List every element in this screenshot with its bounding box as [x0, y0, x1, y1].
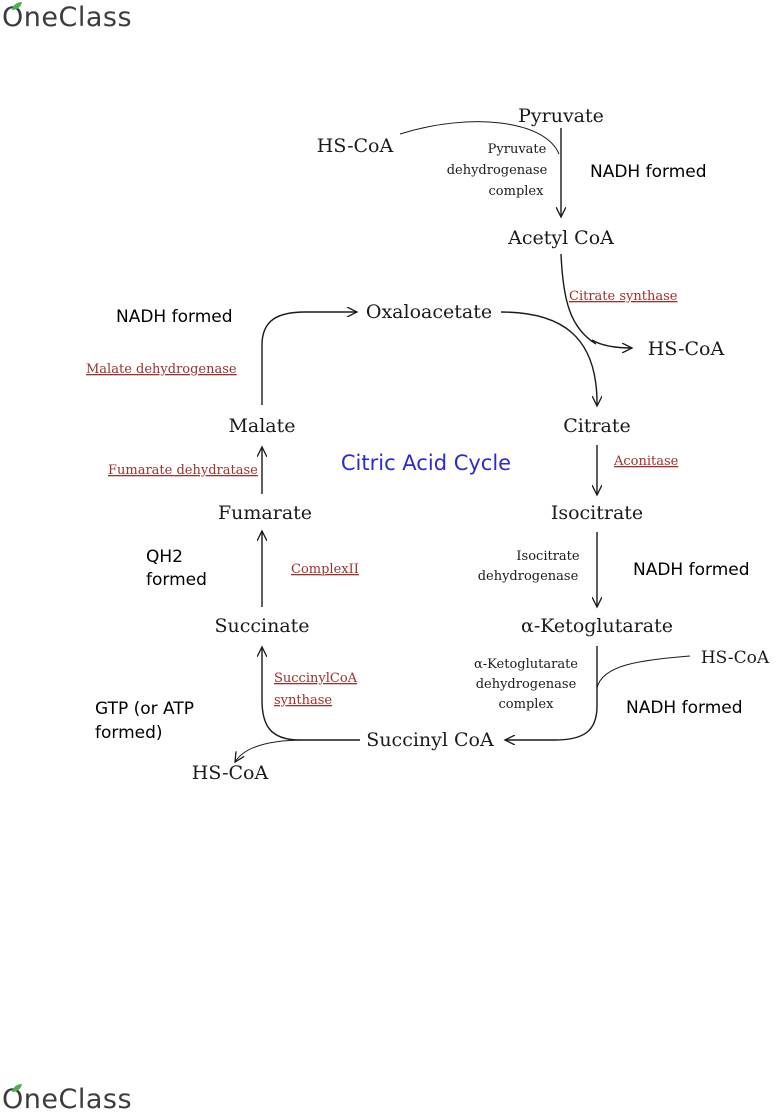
logo-wordmark: OneClass — [2, 1084, 133, 1115]
note-succinyl-line-2: formed) — [95, 723, 163, 743]
note-complex-ii-line-2: formed — [146, 570, 207, 590]
enzyme-malate-dehydrogenase: Malate dehydrogenase — [86, 362, 237, 377]
metabolite-alpha-ketoglutarate: α-Ketoglutarate — [521, 615, 673, 637]
enzyme-fumarate-dehydratase: Fumarate dehydratase — [108, 463, 258, 478]
arrow-akg-succinylcoa — [505, 646, 598, 740]
enzyme-akgdh-line-1: α-Ketoglutarate — [474, 657, 578, 672]
oneclass-logo-top: OneClass — [2, 2, 133, 33]
enzyme-pdh-line-2: dehydrogenase — [447, 163, 548, 178]
metabolite-fumarate: Fumarate — [218, 502, 312, 524]
note-succinyl-line-1: GTP (or ATP — [95, 699, 194, 719]
enzyme-complex-ii: ComplexII — [291, 562, 359, 577]
note-pdh: NADH formed — [590, 162, 707, 182]
cofactor-hs-coa-succinyl: HS-CoA — [192, 762, 269, 784]
metabolite-labels: Pyruvate Acetyl CoA Oxaloacetate Citrate… — [214, 105, 673, 751]
cofactor-hs-coa-citrate: HS-CoA — [648, 338, 725, 360]
metabolite-pyruvate: Pyruvate — [518, 105, 604, 127]
enzyme-succinyl-coa-synthase-line-2: synthase — [274, 693, 332, 708]
enzyme-idh-line-2: dehydrogenase — [478, 569, 579, 584]
diagram-title: Citric Acid Cycle — [341, 451, 511, 475]
cofactor-hs-coa-pyruvate: HS-CoA — [317, 135, 394, 157]
metabolite-isocitrate: Isocitrate — [551, 502, 643, 524]
cofactor-hs-coa-akg: HS-CoA — [701, 648, 770, 668]
arrow-hscoa-pdh — [399, 121, 560, 155]
metabolite-citrate: Citrate — [563, 415, 631, 437]
arrow-oxaloacetate-citrate — [500, 311, 597, 406]
reaction-arrows — [235, 121, 691, 762]
arrow-malate-oxaloacetate — [261, 312, 357, 405]
arrow-acetylcoa-citrate — [560, 253, 597, 345]
logo-wordmark: OneClass — [2, 2, 133, 33]
enzyme-pdh-line-1: Pyruvate — [488, 142, 547, 157]
arrow-hscoa-akgdh — [596, 655, 691, 689]
note-idh: NADH formed — [633, 560, 750, 580]
enzyme-aconitase: Aconitase — [613, 454, 679, 469]
note-complex-ii-line-1: QH2 — [146, 547, 183, 567]
enzyme-idh-line-1: Isocitrate — [516, 549, 579, 564]
enzyme-labels-red: Citrate synthase Aconitase SuccinylCoA s… — [86, 289, 679, 708]
enzyme-succinyl-coa-synthase-line-1: SuccinylCoA — [274, 671, 358, 686]
enzyme-akgdh-line-3: complex — [499, 697, 555, 712]
metabolite-oxaloacetate: Oxaloacetate — [366, 301, 492, 323]
arrow-hscoa-release — [591, 339, 632, 348]
enzyme-labels-black: Pyruvate dehydrogenase complex Isocitrat… — [447, 142, 580, 712]
metabolite-malate: Malate — [228, 415, 295, 437]
leaf-icon — [12, 2, 22, 10]
cofactor-labels: HS-CoA HS-CoA HS-CoA HS-CoA — [192, 135, 770, 784]
metabolite-succinate: Succinate — [214, 615, 309, 637]
metabolite-succinyl-coa: Succinyl CoA — [366, 729, 494, 751]
metabolite-acetyl-coa: Acetyl CoA — [507, 227, 614, 249]
oneclass-logo-bottom: OneClass — [2, 1084, 133, 1115]
note-oxaloacetate: NADH formed — [116, 307, 233, 327]
note-akgdh: NADH formed — [626, 698, 743, 718]
enzyme-citrate-synthase: Citrate synthase — [569, 289, 678, 304]
energy-notes: NADH formed NADH formed NADH formed NADH… — [95, 162, 750, 743]
arrow-hscoa-succinyl — [235, 739, 306, 762]
enzyme-akgdh-line-2: dehydrogenase — [476, 677, 577, 692]
enzyme-pdh-line-3: complex — [489, 184, 545, 199]
leaf-icon — [12, 1084, 22, 1092]
